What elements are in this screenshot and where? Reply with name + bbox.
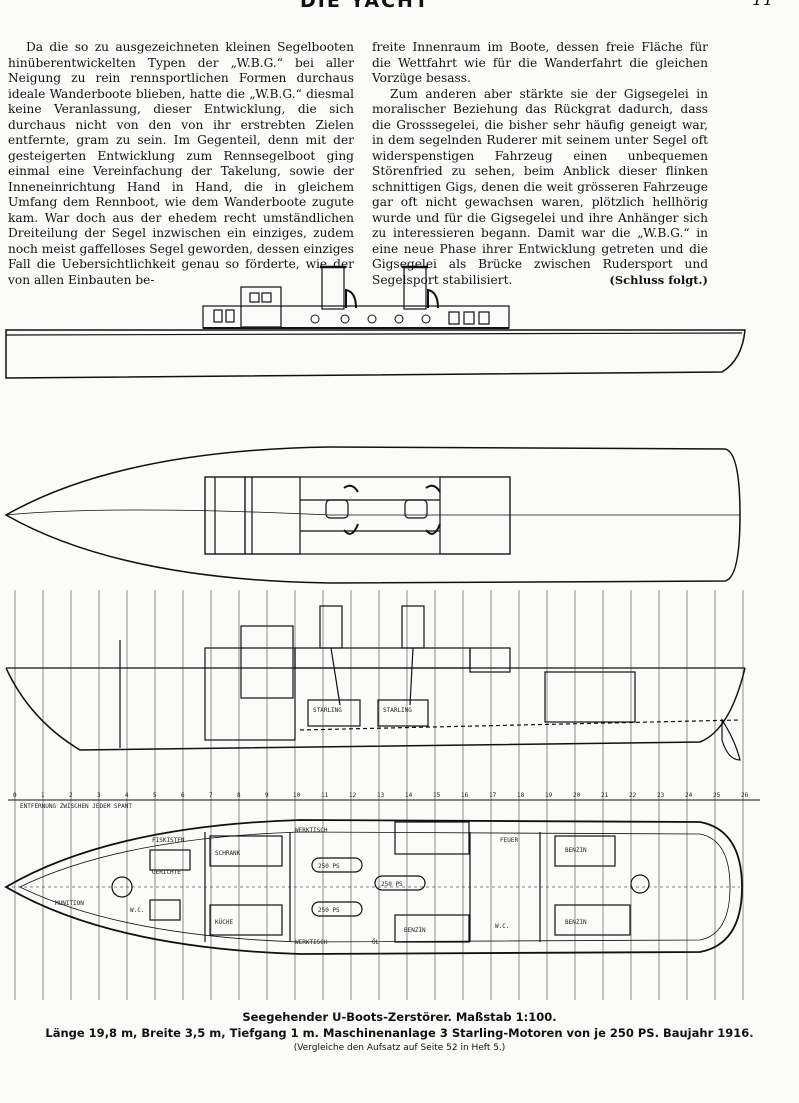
plan-label: FEUER: [500, 837, 518, 844]
figure-caption-specs: Länge 19,8 m, Breite 3,5 m, Tiefgang 1 m…: [45, 1026, 754, 1040]
article-paragraph: Da die so zu ausgezeichneten kleinen Seg…: [8, 40, 354, 287]
deck-plan: [4, 446, 741, 584]
frame-number: 3: [97, 792, 101, 799]
frame-number: 20: [573, 792, 581, 799]
frame-number: 21: [601, 792, 609, 799]
deckhouse: [202, 305, 510, 329]
engine-box: [307, 699, 361, 727]
frame-number: 11: [321, 792, 329, 799]
frame-number: 7: [209, 792, 213, 799]
continued-note: (Schluss folgt.): [609, 273, 708, 287]
frame-number: 25: [713, 792, 721, 799]
plan-label: 250 PS: [381, 881, 403, 888]
article-left-column: Da die so zu ausgezeichneten kleinen Seg…: [8, 40, 354, 288]
plan-label: BENZIN: [404, 927, 426, 934]
frame-number: 13: [377, 792, 385, 799]
plan-label: ÖL: [372, 939, 380, 946]
bridge: [240, 286, 282, 328]
plan-label: KÜCHE: [215, 919, 233, 926]
frame-number: 12: [349, 792, 357, 799]
frame-number: 24: [685, 792, 693, 799]
plan-label: 250 PS: [318, 907, 340, 914]
engine-box: [377, 699, 429, 727]
article-right-column: freite Innenraum im Boote, dessen freie …: [372, 40, 708, 289]
deckhouse-plan: [204, 476, 511, 555]
figure-caption-title: Seegehender U-Boots-Zerstörer. Maßstab 1…: [242, 1010, 557, 1024]
article-paragraph: freite Innenraum im Boote, dessen freie …: [372, 40, 708, 85]
frame-note: ENTFERNUNG ZWISCHEN JEDEM SPANT: [20, 803, 132, 810]
hull-profile: [5, 329, 746, 379]
frame-number: 17: [489, 792, 497, 799]
plan-label: MUNITION: [55, 900, 84, 907]
plan-label: W.C.: [130, 907, 144, 914]
frame-number: 23: [657, 792, 665, 799]
engine-label: STARLING: [313, 707, 342, 714]
frame-number: 4: [125, 792, 129, 799]
funnel-aft: [403, 266, 427, 310]
plan-label: WERKTISCH: [295, 939, 328, 946]
figure-caption-reference: (Vergleiche den Aufsatz auf Seite 52 in …: [293, 1043, 506, 1053]
inboard-profile: STARLING STARLING: [5, 590, 746, 1000]
frame-number: 19: [545, 792, 553, 799]
frame-number: 0: [13, 792, 17, 799]
lower-deck-plan: FISKISTEN GERICHTE MUNITION W.C. W.C. WE…: [4, 819, 743, 955]
plan-label: FISKISTEN: [152, 837, 185, 844]
frame-number: 22: [629, 792, 637, 799]
page-header: DIE YACHT 11: [0, 0, 799, 12]
plan-label: SCHRANK: [215, 850, 241, 857]
magazine-title: DIE YACHT: [300, 0, 430, 12]
funnel-fore: [321, 266, 345, 310]
page-number: 11: [752, 0, 774, 10]
frame-number: 8: [237, 792, 241, 799]
plan-label: GERICHTE: [152, 869, 181, 876]
article-paragraph: Zum anderen aber stärkte sie der Gigsege…: [372, 86, 708, 287]
frame-number: 2: [69, 792, 73, 799]
plan-label: W.C.: [495, 923, 509, 930]
frame-number: 16: [461, 792, 469, 799]
plan-label: BENZIN: [565, 847, 587, 854]
side-elevation: [5, 265, 746, 379]
plan-labels: FISKISTEN GERICHTE MUNITION W.C. W.C. WE…: [55, 827, 587, 946]
lower-hull-outline: [4, 819, 743, 955]
frame-number: 10: [293, 792, 301, 799]
portholes: [310, 314, 431, 324]
frame-number: 6: [181, 792, 185, 799]
frame-number: 1: [41, 792, 45, 799]
frame-number: 9: [265, 792, 269, 799]
plan-label: WERKTISCH: [295, 827, 328, 834]
frame-number: 26: [741, 792, 749, 799]
plan-label: 250 PS: [318, 863, 340, 870]
engine-label: STARLING: [383, 707, 412, 714]
frame-number: 5: [153, 792, 157, 799]
plan-label: BENZIN: [565, 919, 587, 926]
frame-number: 18: [517, 792, 525, 799]
frame-number: 15: [433, 792, 441, 799]
frame-number: 14: [405, 792, 413, 799]
inboard-hull: [5, 667, 746, 751]
